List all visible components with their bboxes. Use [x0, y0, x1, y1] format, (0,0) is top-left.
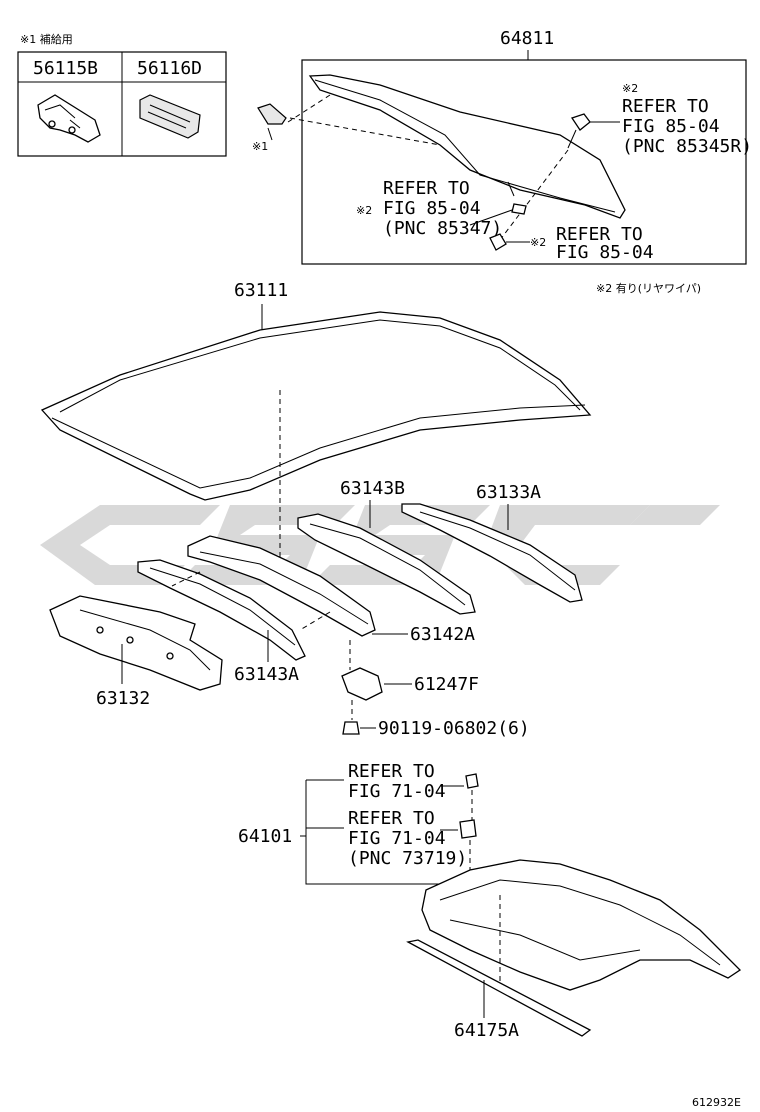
note1-header: ※1 補給用 [20, 32, 73, 46]
ref-upper-line2[interactable]: FIG 85-04 [622, 116, 720, 137]
part-number-90119-06802[interactable]: 90119-06802(6) [378, 718, 530, 739]
note2-mark-upper: ※2 [622, 82, 638, 95]
ref-mid-line3[interactable]: (PNC 85347) [383, 218, 502, 239]
shelf-ref-a-line2[interactable]: FIG 71-04 [348, 781, 446, 802]
clip-shelf-icon [459, 819, 477, 839]
part-number-63142a[interactable]: 63142A [410, 624, 475, 645]
roof-panel: 63111 [40, 280, 592, 565]
note1-mark: ※1 [252, 140, 268, 153]
screw-icon [342, 721, 360, 735]
part-number-63143b[interactable]: 63143B [340, 478, 405, 499]
shelf-ref-a-line1[interactable]: REFER TO [348, 761, 435, 782]
clip-and-screw: 61247F 90119-06802(6) [341, 640, 530, 739]
ref-upper-line3[interactable]: (PNC 85345R) [622, 136, 752, 157]
part-number-63143a[interactable]: 63143A [234, 664, 299, 685]
part-number-61247f[interactable]: 61247F [414, 674, 479, 695]
shelf-ref-b-line3[interactable]: (PNC 73719) [348, 848, 467, 869]
kit-part-image-small [257, 103, 287, 125]
ref-lower-line1[interactable]: REFER TO [556, 224, 643, 245]
seal-64175a-image [406, 939, 592, 1037]
rear-shelf-group: REFER TO FIG 71-04 REFER TO FIG 71-04 (P… [238, 761, 742, 1041]
figure-code: 612932E [692, 1096, 741, 1109]
nut-icon [489, 233, 507, 251]
rear-glass-group: 64811 ※1 ※2 REFER TO FIG 85-04 (PNC 8534… [252, 28, 752, 265]
bow-63142a-image [187, 535, 376, 637]
roof-panel-image [40, 311, 592, 501]
ref-lower-line2[interactable]: FIG 85-04 [556, 242, 654, 263]
shelf-ref-b-line2[interactable]: FIG 71-04 [348, 828, 446, 849]
rear-glass-box [301, 59, 747, 265]
bolt-icon [570, 113, 591, 131]
note2-legend: ※2 有り(リヤワイパ) [596, 281, 701, 295]
roof-bows: 63143B 63133A 63142A 63143A 63132 [49, 478, 583, 709]
bow-63143a-image [137, 559, 306, 661]
kit-part-56115b[interactable]: 56115B [33, 58, 98, 79]
part-number-63132[interactable]: 63132 [96, 688, 150, 709]
ref-upper-line1[interactable]: REFER TO [622, 96, 709, 117]
part-number-64101[interactable]: 64101 [238, 826, 292, 847]
rear-shelf-image [421, 859, 742, 991]
note2-mark-mid: ※2 [356, 204, 372, 217]
bolt-shelf-icon [465, 773, 479, 789]
rear-glass-image [308, 74, 626, 219]
grommet-icon [511, 203, 527, 215]
bow-63133a-image [401, 503, 583, 603]
kit-table: 56115B 56116D [17, 51, 227, 157]
part-number-64811[interactable]: 64811 [500, 28, 554, 49]
note2-mark-lower: ※2 [530, 236, 546, 249]
kit-part-56115b-image [37, 94, 101, 143]
part-number-63111[interactable]: 63111 [234, 280, 288, 301]
part-number-64175a[interactable]: 64175A [454, 1020, 519, 1041]
kit-part-56116d-image [139, 94, 201, 139]
kit-part-56116d[interactable]: 56116D [137, 58, 202, 79]
panel-63132-image [49, 595, 223, 691]
ref-mid-line2[interactable]: FIG 85-04 [383, 198, 481, 219]
ref-mid-line1[interactable]: REFER TO [383, 178, 470, 199]
bow-63143b-image [297, 513, 476, 615]
part-number-63133a[interactable]: 63133A [476, 482, 541, 503]
shelf-ref-b-line1[interactable]: REFER TO [348, 808, 435, 829]
clip-61247f-image [341, 667, 383, 701]
